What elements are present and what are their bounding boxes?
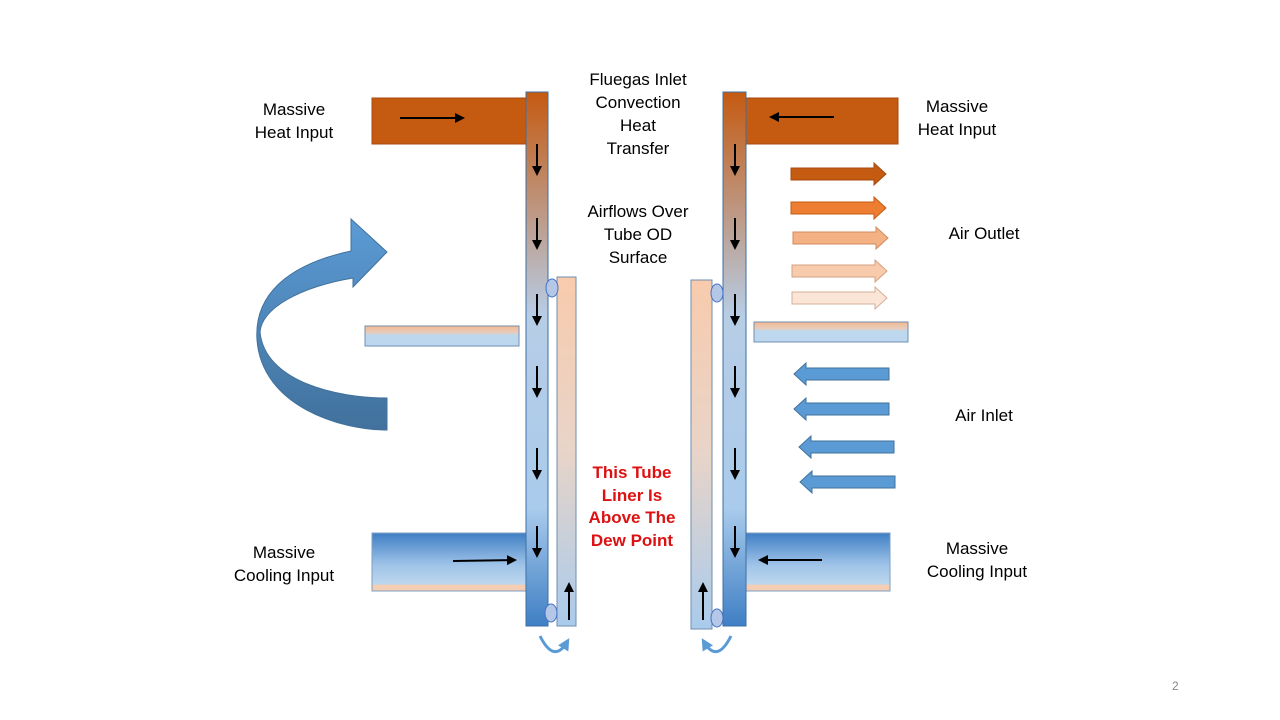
flow-arrow-icon — [793, 361, 890, 387]
dew-droplet-icon — [710, 283, 724, 303]
left-tube-sheet — [364, 325, 520, 347]
left-cooling-input-duct — [371, 532, 529, 592]
flow-arrow-icon — [792, 225, 889, 251]
flow-arrow-icon — [791, 285, 888, 311]
flow-arrow-icon — [790, 161, 887, 187]
flow-arrow-icon — [799, 469, 896, 495]
dew-droplet-icon — [545, 278, 559, 298]
left-main-tube — [525, 91, 549, 627]
u-turn-arrow-icon — [701, 635, 733, 653]
right-heat-input-duct — [745, 97, 899, 145]
curved-recirculation-arrow-icon — [256, 217, 388, 431]
right-tube-sheet — [753, 321, 909, 343]
flow-arrow-icon — [793, 396, 890, 422]
left-tube-liner — [556, 276, 577, 627]
left-heat-input-duct — [371, 97, 529, 145]
air-outlet-label: Air Outlet — [948, 224, 1020, 243]
air-outlet-arrows — [790, 161, 889, 311]
right-tube-liner — [690, 279, 713, 630]
dew-droplet-icon — [710, 608, 724, 628]
flow-arrow-icon — [798, 434, 895, 460]
u-turn-arrow-icon — [538, 635, 570, 653]
page-number: 2 — [1172, 679, 1179, 693]
flow-arrow-icon — [452, 555, 517, 566]
flow-arrow-icon — [791, 258, 888, 284]
right-main-tube — [722, 91, 747, 627]
right-cooling-input-duct — [745, 532, 891, 592]
flow-arrow-icon — [790, 195, 887, 221]
dew-droplet-icon — [544, 603, 558, 623]
air-inlet-arrows — [793, 361, 896, 495]
air-inlet-label: Air Inlet — [955, 406, 1013, 425]
